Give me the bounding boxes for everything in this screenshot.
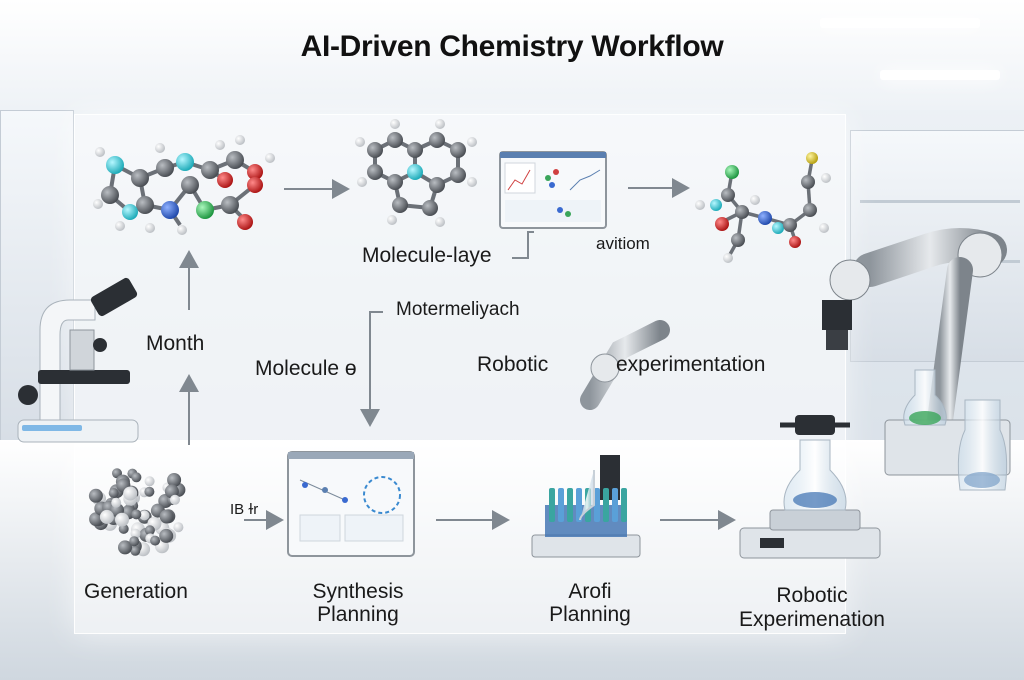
molecule-atoms-1 xyxy=(93,135,275,235)
label-robotic-exp-line2: Experimenation xyxy=(739,608,885,631)
robot-arm-icon xyxy=(822,228,1011,491)
label-arofi-line2: Planning xyxy=(549,603,631,626)
label-arofi-line1: Arofi xyxy=(568,580,612,603)
cluster-atom xyxy=(167,473,182,487)
label-experimentation: experimentation xyxy=(616,353,766,376)
label-motermel: Motermeliyach xyxy=(396,299,520,320)
test-tube xyxy=(594,488,600,522)
label-generation: Generation xyxy=(84,580,188,603)
cluster-atom xyxy=(139,510,150,521)
test-tube xyxy=(549,488,555,522)
liquid-handler-icon xyxy=(531,470,641,558)
shelf xyxy=(860,200,1020,203)
monitor-icon xyxy=(499,151,607,229)
label-avitiom: avitiom xyxy=(596,234,650,253)
cluster-atom xyxy=(159,509,174,524)
label-month: Month xyxy=(146,332,205,355)
test-tube xyxy=(621,488,627,522)
test-tube xyxy=(558,488,564,522)
label-synthesis-line1: Synthesis xyxy=(312,580,404,603)
cluster-atom xyxy=(118,540,132,555)
cluster-atom xyxy=(129,536,140,547)
molecule-atoms-3 xyxy=(695,152,831,263)
cluster-atom xyxy=(111,497,122,508)
flow-arrows xyxy=(179,178,736,530)
label-molecule-e: Molecule ɵ xyxy=(255,357,357,380)
cluster-atom xyxy=(131,509,142,520)
arrow-down xyxy=(360,311,383,427)
cluster-atom xyxy=(144,486,155,497)
cluster-atom xyxy=(108,488,119,498)
cluster-atom xyxy=(123,486,138,501)
cluster-atom xyxy=(131,472,142,483)
label-robotic-exp-line1: Robotic xyxy=(776,584,848,607)
monitor-icon xyxy=(287,451,415,557)
molecule-cluster xyxy=(88,468,186,557)
cluster-atom xyxy=(88,488,103,503)
cluster-atom xyxy=(130,545,141,556)
label-synthesis-line2: Planning xyxy=(317,603,399,626)
arrow-bracket xyxy=(512,231,534,259)
stirrer-icon xyxy=(739,415,881,559)
cluster-atom xyxy=(144,525,155,536)
cluster-atom xyxy=(173,522,184,533)
cluster-atom xyxy=(150,535,161,546)
test-tube xyxy=(612,488,618,522)
test-tube xyxy=(603,488,609,522)
ceiling-light xyxy=(820,18,980,28)
ceiling-light xyxy=(880,70,1000,80)
microscope-icon xyxy=(17,277,139,443)
label-molecule-laye: Molecule-laye xyxy=(362,244,492,267)
cluster-atom xyxy=(99,509,114,524)
label-ib: IB ɫr xyxy=(230,501,259,518)
test-tube xyxy=(567,488,573,522)
cluster-atom xyxy=(144,476,155,487)
test-tube xyxy=(576,488,582,522)
cluster-atom xyxy=(115,512,129,527)
cluster-atom xyxy=(170,494,180,505)
molecule-atoms-2 xyxy=(355,119,477,227)
cluster-atom xyxy=(159,528,174,543)
label-robotic: Robotic xyxy=(477,353,549,376)
wall-cabinet xyxy=(0,110,74,442)
cluster-atom xyxy=(130,528,141,539)
cluster-atom xyxy=(89,512,104,527)
page-title: AI-Driven Chemistry Workflow xyxy=(300,30,724,63)
